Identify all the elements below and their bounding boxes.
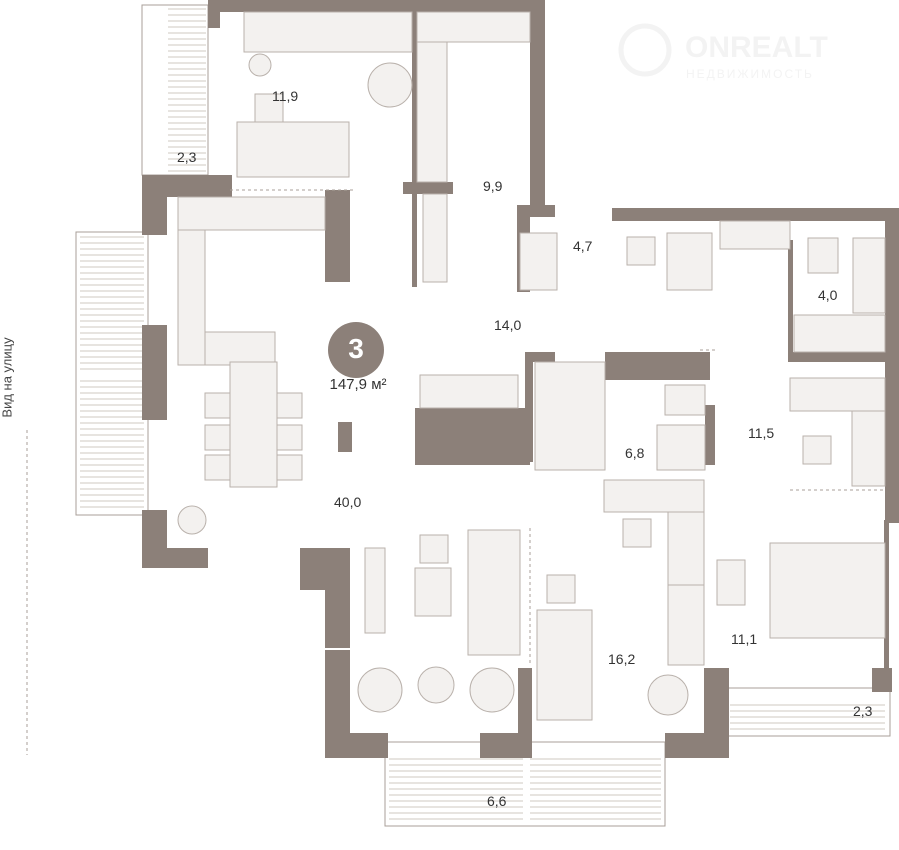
room-area-corridor: 14,0 (494, 317, 522, 333)
room-area-bedroom-top: 11,9 (272, 88, 299, 104)
room-area-bathroom-right: 4,0 (818, 287, 838, 303)
room-area-balcony-bottom-right: 2,3 (853, 703, 873, 719)
room-area-balcony-top-left: 2,3 (177, 149, 197, 165)
room-area-bedroom-center: 16,2 (608, 651, 636, 667)
street-view-label: Вид на улицу (0, 337, 15, 418)
room-area-kitchen-living: 40,0 (334, 494, 362, 510)
total-area: 147,9 м² (329, 376, 387, 393)
room-area-balcony-bottom: 6,6 (487, 793, 507, 809)
room-area-bedroom-right: 11,1 (731, 631, 758, 647)
room-count-badge (328, 322, 384, 378)
room-area-dressing-top: 9,9 (483, 178, 503, 194)
walls (142, 0, 899, 758)
onrealt-logo: ONREALT НЕДВИЖИМОСТЬ (618, 23, 828, 81)
svg-text:ONREALT: ONREALT (685, 31, 828, 64)
furniture (177, 11, 886, 721)
svg-text:НЕДВИЖИМОСТЬ: НЕДВИЖИМОСТЬ (686, 67, 814, 81)
room-area-bathroom-center: 6,8 (625, 445, 645, 461)
room-area-room-right: 11,5 (748, 425, 775, 441)
room-area-hall-entry: 4,7 (573, 238, 593, 254)
room-count: 3 (348, 333, 364, 364)
balconies (75, 4, 891, 827)
